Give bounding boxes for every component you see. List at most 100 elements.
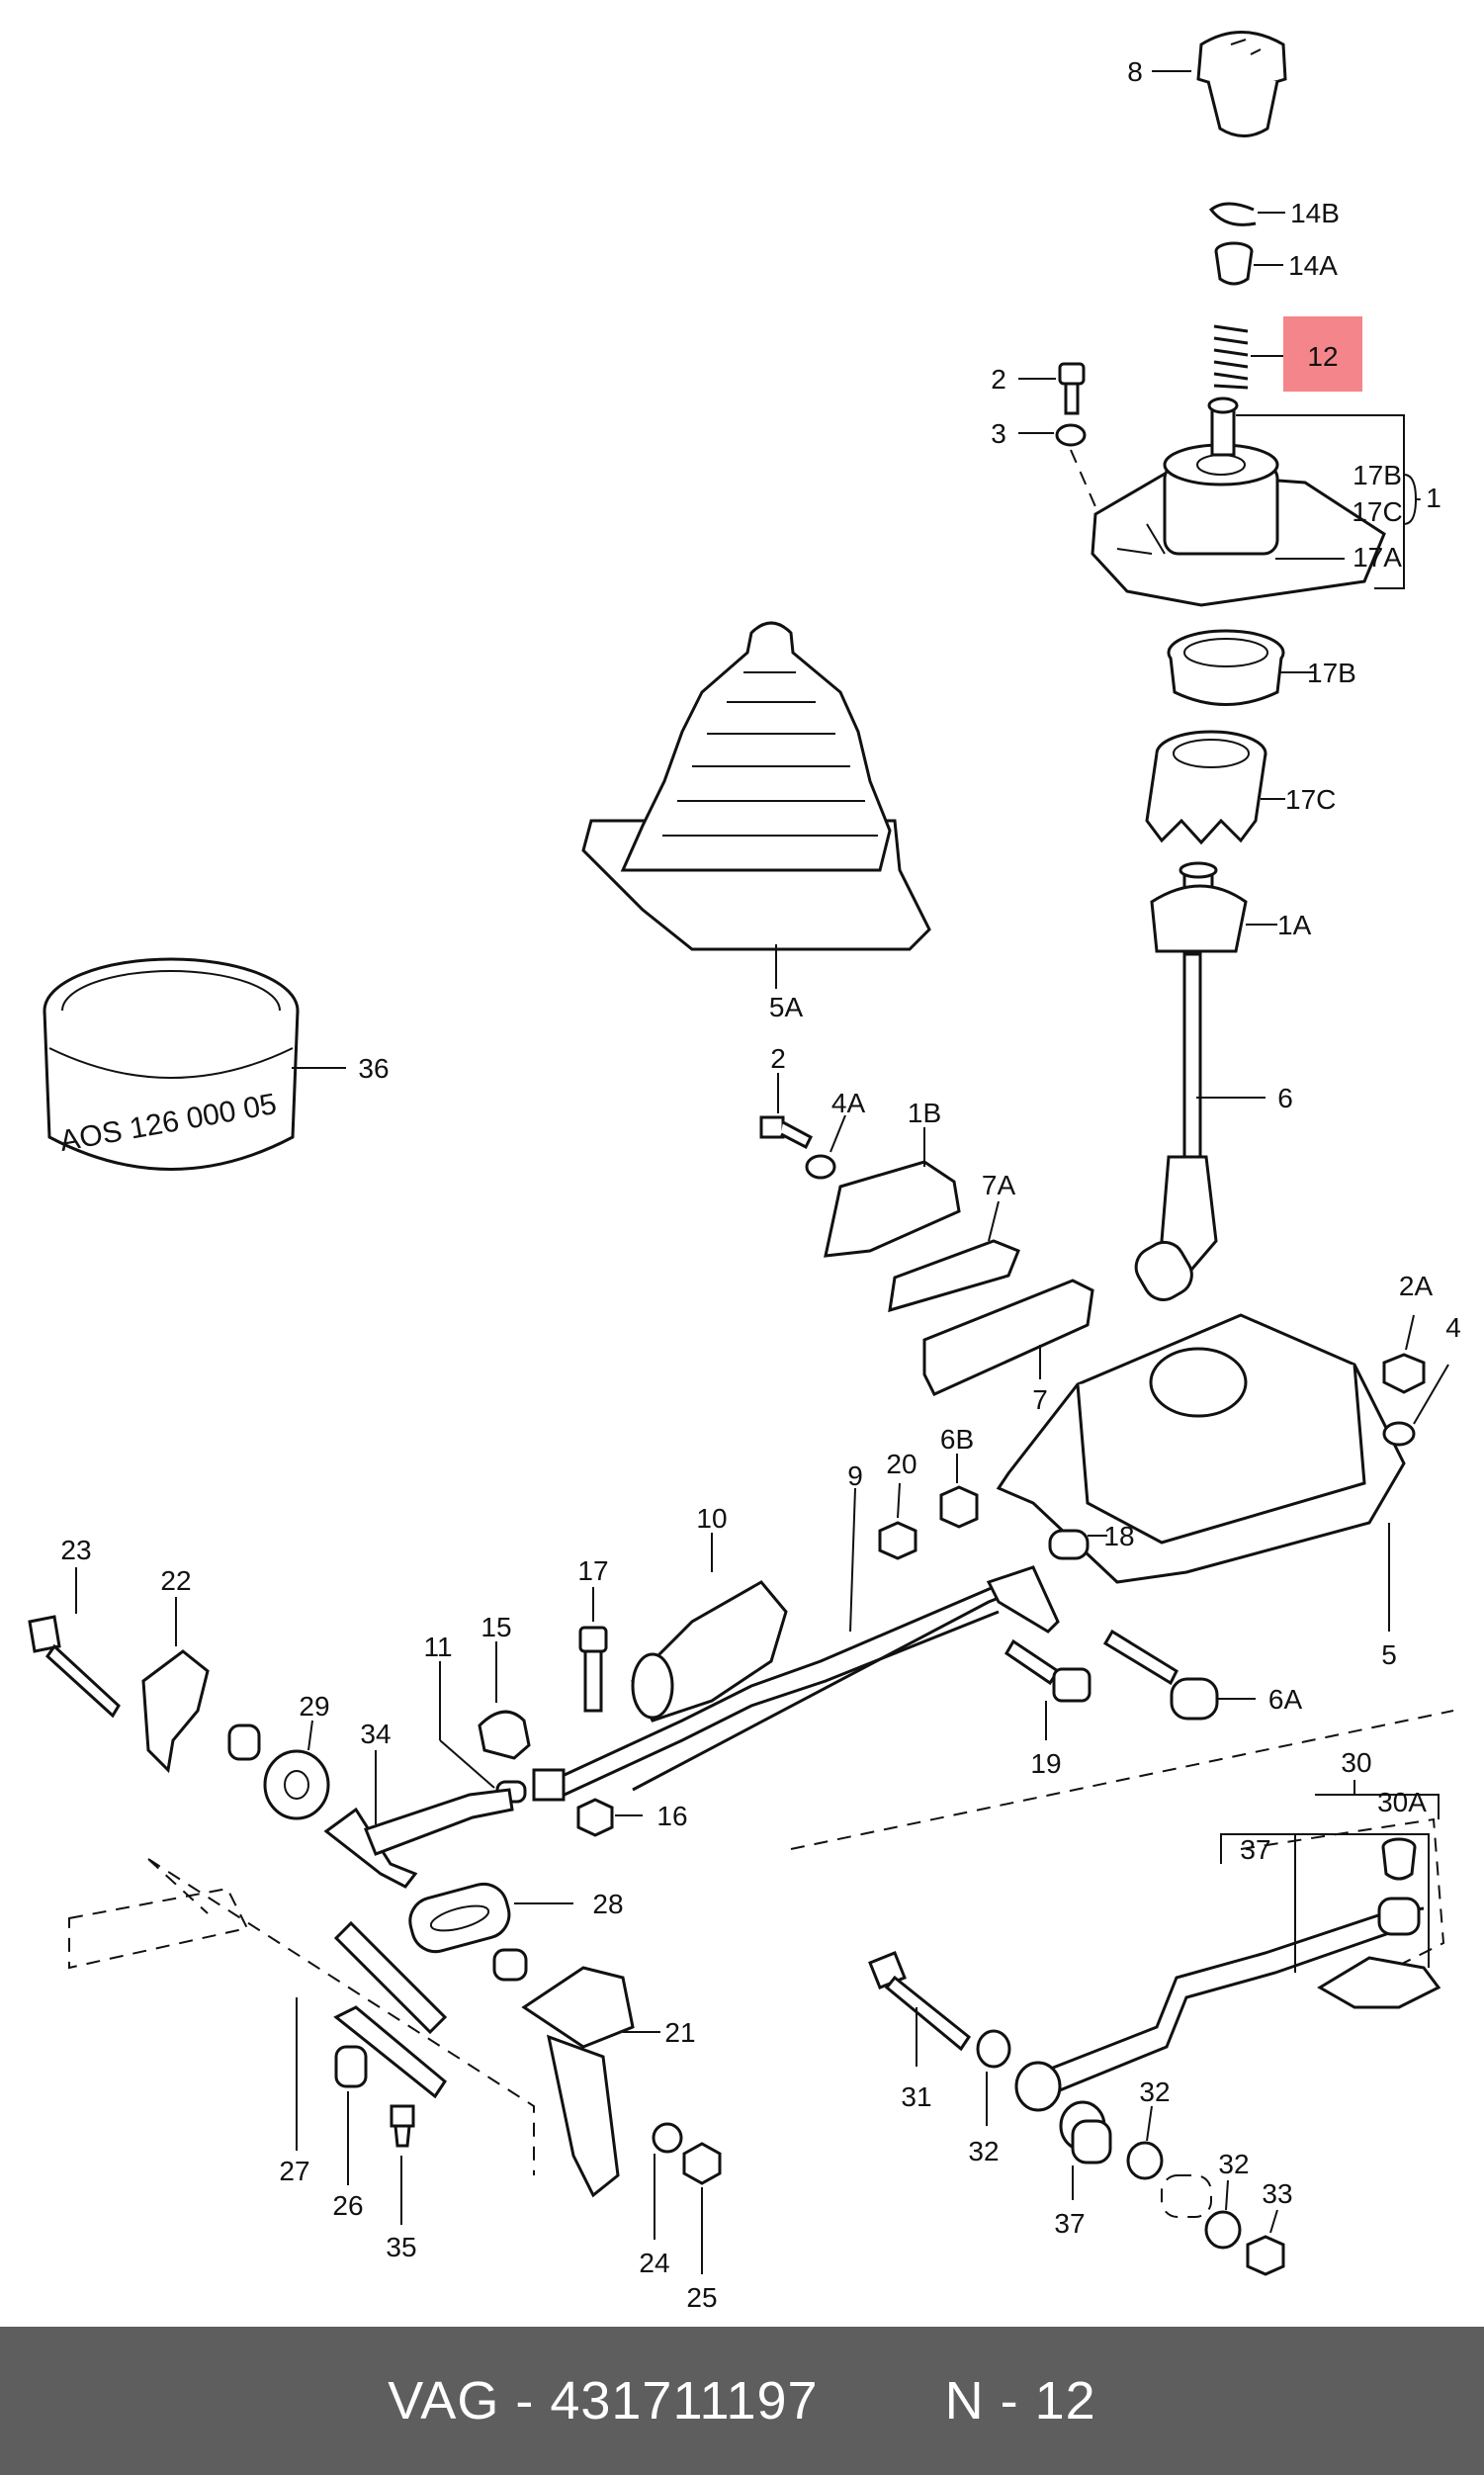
label-17: 17 (577, 1555, 608, 1586)
label-6A: 6A (1268, 1684, 1303, 1715)
nut-2A (1382, 1353, 1426, 1394)
plate-7 (922, 1279, 1094, 1396)
highlight-box-12[interactable] (1283, 316, 1362, 392)
label-4-right: 4 (1445, 1312, 1461, 1343)
bolt-19 (1004, 1638, 1091, 1703)
label-1: 1 (1426, 483, 1441, 513)
label-37-top: 37 (1240, 1834, 1270, 1865)
label-15: 15 (480, 1612, 511, 1642)
label-28: 28 (592, 1889, 623, 1919)
label-4A: 4A (831, 1088, 866, 1118)
tube-27 (333, 1920, 448, 2035)
bolt-35 (390, 2104, 415, 2148)
label-1B: 1B (908, 1098, 941, 1128)
footer-part-number: VAG - 431711197 (388, 2371, 819, 2431)
label-25: 25 (686, 2282, 717, 2313)
label-16: 16 (656, 1801, 687, 1831)
shift-linkage-30 (1014, 1897, 1425, 2112)
label-11: 11 (423, 1632, 452, 1662)
bushing-18 (1048, 1529, 1090, 1560)
label-2-mid: 2 (770, 1043, 786, 1074)
label-32-c: 32 (1218, 2149, 1249, 2179)
label-9: 9 (847, 1460, 863, 1491)
label-30: 30 (1341, 1747, 1371, 1778)
parts-diagram: 12 8 14B 14A 2 3 17B 17C (28, 31, 1461, 2313)
label-34: 34 (360, 1719, 391, 1749)
bolt-2-mid (759, 1115, 813, 1150)
bracket-1B (824, 1160, 961, 1258)
rod-boot-10 (631, 1580, 788, 1723)
gear-knob-part (1196, 31, 1287, 137)
label-26: 26 (332, 2190, 363, 2221)
label-21: 21 (664, 2017, 695, 2048)
label-22: 22 (160, 1565, 191, 1596)
gasket-28 (408, 1882, 511, 1954)
label-36: 36 (358, 1053, 389, 1084)
bolt-2-top (1058, 362, 1086, 415)
washer-3 (1055, 423, 1087, 447)
label-5: 5 (1381, 1639, 1397, 1670)
lever-34 (323, 1788, 514, 1889)
label-7A: 7A (982, 1170, 1016, 1200)
bush-28-small (492, 1948, 528, 1982)
label-27: 27 (279, 2156, 309, 2186)
bolt-6A (1102, 1629, 1219, 1721)
bracket-21 (521, 1966, 635, 2198)
label-1A: 1A (1277, 910, 1312, 940)
ring-17B-part (1167, 629, 1285, 706)
bush-small-left (227, 1724, 261, 1761)
shift-rod-9 (532, 1565, 1060, 1802)
washer-32-a (976, 2029, 1011, 2069)
label-5A: 5A (769, 992, 804, 1022)
label-37-bottom: 37 (1054, 2208, 1085, 2239)
washer-32-b (1126, 2141, 1164, 2180)
bolt-23 (28, 1615, 121, 1719)
footer-bar: VAG - 431711197 N - 12 (0, 2327, 1484, 2475)
label-2-top: 2 (991, 364, 1006, 395)
label-20: 20 (886, 1449, 917, 1479)
label-19: 19 (1030, 1748, 1061, 1779)
label-29: 29 (299, 1691, 329, 1722)
label-14B: 14B (1290, 198, 1340, 228)
t-piece-26 (333, 2005, 447, 2099)
bush-37 (1059, 2100, 1112, 2165)
label-10: 10 (696, 1503, 727, 1534)
label-18: 18 (1103, 1521, 1134, 1551)
label-17B-assembly: 17B (1353, 460, 1402, 490)
bracket-30-lower (1317, 1956, 1441, 2009)
bush-30A (1381, 1837, 1417, 1881)
washer-4A (805, 1154, 836, 1180)
label-35: 35 (386, 2232, 416, 2262)
washer-24 (652, 2122, 683, 2154)
label-14A: 14A (1288, 250, 1338, 281)
nut-33 (1246, 2235, 1285, 2276)
label-6B: 6B (940, 1424, 974, 1455)
bush-part (1214, 241, 1254, 286)
label-31: 31 (901, 2081, 931, 2112)
ring-36-part (43, 957, 300, 1171)
washer-32-c (1204, 2210, 1242, 2250)
label-8: 8 (1127, 56, 1143, 87)
bolt-31 (868, 1951, 972, 2052)
label-7: 7 (1032, 1384, 1048, 1415)
label-33: 33 (1262, 2178, 1292, 2209)
housing-cover-5 (996, 1313, 1406, 1584)
washer-4-right (1382, 1421, 1416, 1447)
nut-20 (878, 1521, 917, 1560)
mounting-outline-left (68, 1858, 535, 2175)
label-12-highlight[interactable]: 12 (1307, 341, 1338, 372)
gearshift-housing-assembly (1091, 397, 1386, 607)
bush-29 (263, 1749, 330, 1820)
label-2A: 2A (1399, 1271, 1434, 1301)
clamp-1A-part (1150, 861, 1248, 953)
label-32-b: 32 (1139, 2077, 1170, 2107)
label-6: 6 (1277, 1083, 1293, 1113)
bracket-22 (141, 1649, 210, 1774)
label-3: 3 (991, 418, 1006, 449)
sleeve-outline (1161, 2174, 1212, 2218)
rubber-boot-5A (581, 621, 931, 951)
bolt-17 (578, 1626, 608, 1713)
nut-25 (682, 2142, 722, 2185)
nut-16 (576, 1798, 614, 1837)
label-30A: 30A (1377, 1787, 1427, 1817)
